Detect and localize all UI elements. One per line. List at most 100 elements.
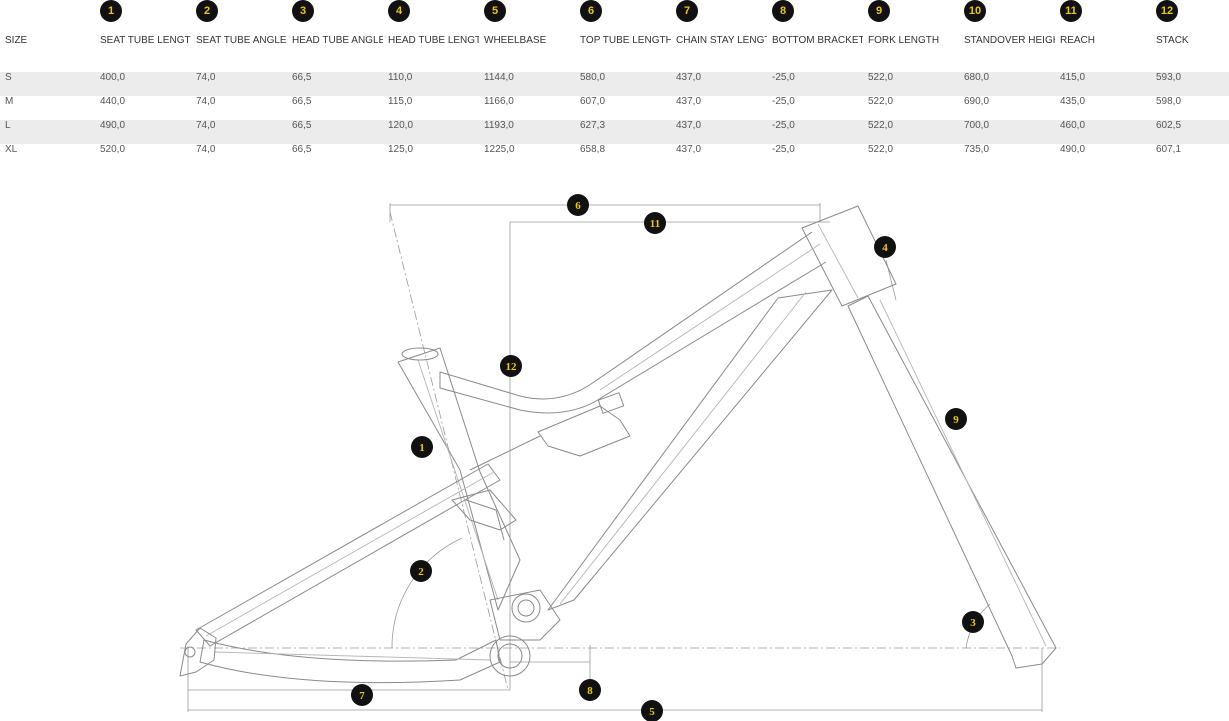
diagram-marker-3: 3 xyxy=(962,611,984,633)
table-cell: 602,5 xyxy=(1151,120,1229,144)
table-cell: -25,0 xyxy=(772,96,795,107)
table-cell: 700,0 xyxy=(959,120,1055,144)
table-cell: 520,0 xyxy=(100,144,126,155)
diagram-marker-2: 2 xyxy=(410,560,432,582)
marker-label: 2 xyxy=(418,566,424,578)
table-cell: 1144,0 xyxy=(479,72,575,96)
col-header-size: SIZE xyxy=(5,35,28,46)
col-header-standover-height: STANDOVER HEIGHT xyxy=(964,35,1055,46)
size-cell: XL xyxy=(5,144,18,155)
col-header-head-tube-length: HEAD TUBE LENGTH xyxy=(388,35,479,46)
table-cell: 66,5 xyxy=(287,72,383,96)
marker-label: 4 xyxy=(882,242,888,254)
col-number-cell: 10 xyxy=(959,0,1055,34)
measurement-badge: 8 xyxy=(772,0,794,22)
marker-label: 9 xyxy=(953,414,959,426)
marker-label: 8 xyxy=(587,685,593,697)
table-cell: 598,0 xyxy=(1156,96,1182,107)
table-cell: 490,0 xyxy=(1060,144,1086,155)
measurement-badge: 5 xyxy=(484,0,506,22)
table-cell: 627,3 xyxy=(575,120,671,144)
col-number-cell: 3 xyxy=(287,0,383,34)
measurement-badge: 11 xyxy=(1060,0,1082,22)
table-cell: 680,0 xyxy=(959,72,1055,96)
table-cell: 415,0 xyxy=(1055,72,1151,96)
measurement-badge: 10 xyxy=(964,0,986,22)
col-number-cell: 8 xyxy=(767,0,863,34)
marker-label: 11 xyxy=(650,218,660,230)
dimension-lines xyxy=(180,203,1060,712)
table-cell: 460,0 xyxy=(1055,120,1151,144)
table-cell: 437,0 xyxy=(671,72,767,96)
col-number-cell: 9 xyxy=(863,0,959,34)
diagram-marker-11: 11 xyxy=(644,212,666,234)
table-cell: 110,0 xyxy=(383,72,479,96)
measurement-badge: 4 xyxy=(388,0,410,22)
measurement-badge: 6 xyxy=(580,0,602,22)
table-cell: 490,0 xyxy=(95,120,191,144)
table-cell: -25,0 xyxy=(772,144,795,155)
marker-label: 7 xyxy=(359,690,365,702)
size-cell: S xyxy=(0,72,95,96)
col-number-cell: 1 xyxy=(95,0,191,34)
diagram-marker-1: 1 xyxy=(411,436,433,458)
diagram-marker-8: 8 xyxy=(579,679,601,701)
table-row: M 440,0 74,0 66,5 115,0 1166,0 607,0 437… xyxy=(0,96,1229,120)
table-cell: 435,0 xyxy=(1060,96,1086,107)
col-header-seat-tube-angle: SEAT TUBE ANGLE xyxy=(196,35,287,46)
table-cell: 735,0 xyxy=(964,144,990,155)
table-cell: 437,0 xyxy=(676,144,702,155)
col-number-cell: 6 xyxy=(575,0,671,34)
table-cell: -25,0 xyxy=(767,120,863,144)
table-cell: 522,0 xyxy=(863,120,959,144)
marker-label: 5 xyxy=(649,706,655,718)
marker-label: 3 xyxy=(970,617,976,629)
measurement-badge: 2 xyxy=(196,0,218,22)
size-cell: M xyxy=(5,96,14,107)
diagram-marker-12: 12 xyxy=(500,355,522,377)
col-header-seat-tube-length: SEAT TUBE LENGTH xyxy=(100,35,191,46)
table-cell: 66,5 xyxy=(287,120,383,144)
col-header-stack: STACK xyxy=(1156,35,1189,46)
table-cell: 440,0 xyxy=(100,96,126,107)
column-header-row: SIZE SEAT TUBE LENGTH SEAT TUBE ANGLE HE… xyxy=(0,34,1229,72)
measurement-badge: 1 xyxy=(100,0,122,22)
col-header-bottom-bracket-height: BOTTOM BRACKET HEIGHT xyxy=(772,35,863,46)
table-cell: 74,0 xyxy=(196,144,216,155)
diagram-marker-5: 5 xyxy=(641,700,663,721)
diagram-marker-6: 6 xyxy=(567,194,589,216)
size-cell: L xyxy=(0,120,95,144)
col-header-chain-stay-length: CHAIN STAY LENGTH xyxy=(676,35,767,46)
diagram-marker-7: 7 xyxy=(351,684,373,706)
table-cell: 522,0 xyxy=(868,96,894,107)
col-number-cell: 5 xyxy=(479,0,575,34)
table-cell: 120,0 xyxy=(383,120,479,144)
table-cell: 690,0 xyxy=(964,96,990,107)
table-cell: 1166,0 xyxy=(484,96,514,107)
table-cell: 115,0 xyxy=(388,96,413,107)
col-header-reach: REACH xyxy=(1060,35,1096,46)
col-header-wheelbase: WHEELBASE xyxy=(484,35,547,46)
table-cell: 658,8 xyxy=(580,144,606,155)
table-cell: 74,0 xyxy=(191,120,287,144)
marker-label: 12 xyxy=(506,361,518,373)
table-cell: 1225,0 xyxy=(484,144,515,155)
table-row: L 490,0 74,0 66,5 120,0 1193,0 627,3 437… xyxy=(0,120,1229,144)
table-row: XL 520,0 74,0 66,5 125,0 1225,0 658,8 43… xyxy=(0,144,1229,168)
diagram-marker-9: 9 xyxy=(945,408,967,430)
measurement-number-row: 1 2 3 4 5 6 7 8 9 10 11 12 xyxy=(0,0,1229,34)
table-cell: 437,0 xyxy=(676,96,702,107)
table-cell: 607,1 xyxy=(1156,144,1182,155)
table-cell: -25,0 xyxy=(767,72,863,96)
table-cell: 437,0 xyxy=(671,120,767,144)
table-cell: 593,0 xyxy=(1151,72,1229,96)
table-cell: 580,0 xyxy=(575,72,671,96)
geometry-table: 1 2 3 4 5 6 7 8 9 10 11 12 SIZE SEAT TUB… xyxy=(0,0,1229,168)
diagram-marker-4: 4 xyxy=(874,236,896,258)
table-cell: 74,0 xyxy=(196,96,216,107)
measurement-badge: 7 xyxy=(676,0,698,22)
marker-label: 1 xyxy=(419,442,425,454)
table-cell: 400,0 xyxy=(95,72,191,96)
table-row: S 400,0 74,0 66,5 110,0 1144,0 580,0 437… xyxy=(0,72,1229,96)
